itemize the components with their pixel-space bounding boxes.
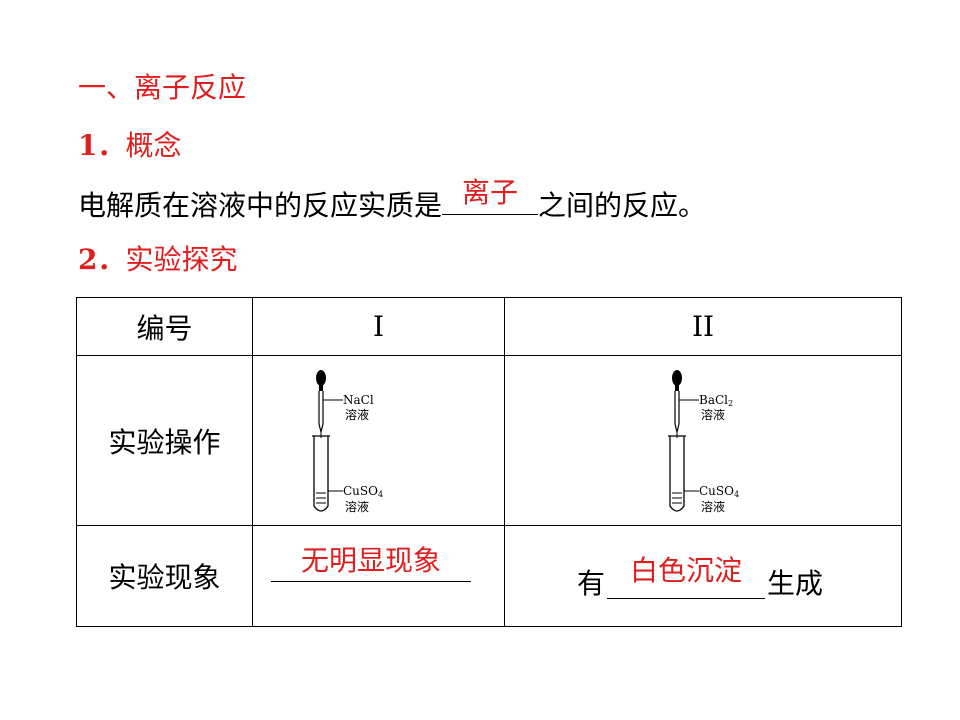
exp1-apparatus-cell: NaCl 溶液 CuSO4 溶液 (252, 355, 505, 526)
explore-heading: 2．实验探究 (78, 242, 238, 278)
exp2-dropper-solution: 溶液 (701, 407, 725, 422)
experiment-table: 编号 I II 实验操作 NaCl 溶液 (76, 297, 902, 627)
exp2-suffix: 生成 (767, 567, 824, 600)
phenomenon-label: 实验现象 (76, 525, 253, 627)
exp2-result: 白色沉淀 (629, 554, 742, 587)
exp1-result: 无明显现象 (300, 544, 441, 577)
exp1-test-tube-icon (312, 434, 343, 512)
exp1-dropper-reagent: NaCl (343, 393, 374, 407)
exp2-phenomenon-cell: 有 白色沉淀 生成 (504, 525, 902, 627)
sentence-before: 电解质在溶液中的反应实质是 (78, 189, 443, 222)
exp2-tube-reagent: CuSO4 (699, 484, 739, 499)
answer-text: 离子 (462, 176, 519, 209)
exp2-apparatus-figure: BaCl2 溶液 CuSO4 溶液 (668, 369, 739, 514)
exp1-dropper-icon (316, 369, 343, 438)
header-number: 编号 (76, 297, 253, 356)
concept-title: 概念 (125, 129, 182, 162)
header-row: 编号 I II (76, 297, 902, 356)
exp1-tube-solution: 溶液 (345, 499, 369, 514)
section-heading: 一、离子反应 (78, 71, 247, 104)
header-exp1: I (252, 297, 505, 356)
exp1-apparatus-figure: NaCl 溶液 CuSO4 溶液 (312, 369, 383, 514)
phenomenon-row: 实验现象 无明显现象 有 白色沉淀 生成 (76, 525, 902, 627)
operation-label: 实验操作 (76, 355, 253, 526)
sentence-after: 之间的反应。 (538, 189, 707, 222)
exp2-test-tube-icon (668, 434, 699, 512)
concept-number: 1． (78, 129, 126, 162)
exp2-dropper-reagent: BaCl2 (699, 393, 733, 408)
exp2-dropper-icon (672, 369, 699, 438)
header-exp2: II (504, 297, 902, 356)
answer-blank: 离子 (442, 178, 539, 215)
exp2-phenomenon-wrap: 有 白色沉淀 生成 (505, 526, 901, 626)
concept-sentence: 电解质在溶液中的反应实质是离子之间的反应。 (78, 178, 707, 224)
explore-number: 2． (78, 243, 126, 276)
exp1-phenomenon-cell: 无明显现象 (252, 525, 505, 627)
exp2-tube-solution: 溶液 (701, 499, 725, 514)
exp1-phenomenon-wrap: 无明显现象 (253, 526, 504, 626)
concept-heading: 1．概念 (78, 128, 182, 164)
exp2-prefix: 有 (577, 567, 606, 600)
exp1-dropper-solution: 溶液 (345, 407, 369, 422)
explore-title: 实验探究 (125, 243, 238, 276)
exp2-apparatus-cell: BaCl2 溶液 CuSO4 溶液 (504, 355, 902, 526)
exp2-answer-blank (607, 598, 765, 599)
exp1-tube-reagent: CuSO4 (343, 484, 383, 499)
operation-row: 实验操作 NaCl 溶液 (76, 355, 902, 526)
exp1-answer-blank (271, 581, 471, 582)
